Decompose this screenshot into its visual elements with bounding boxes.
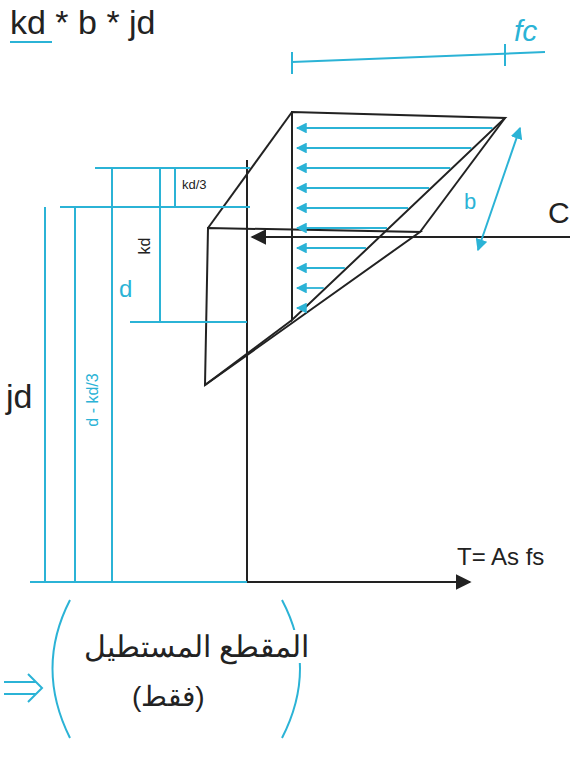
dimension-label: b <box>462 190 478 214</box>
stress-arrow <box>297 127 492 129</box>
dimension-tick <box>504 44 506 66</box>
stress-arrow <box>297 247 366 249</box>
stress-arrows <box>297 128 492 308</box>
stress-arrow <box>297 267 345 269</box>
front-triangle <box>205 228 420 385</box>
dimension-label: d <box>117 276 134 302</box>
implies-arrow <box>4 674 42 702</box>
dimension-line <box>44 207 46 582</box>
bracket <box>4 600 300 738</box>
arabic-note: المقطع المستطيل <box>82 630 311 663</box>
compression-arrow <box>252 236 570 238</box>
stress-arrow <box>297 187 429 189</box>
stress-label: fc <box>512 14 539 47</box>
extension-line <box>30 581 247 583</box>
dimension-label: kd/3 <box>180 178 209 192</box>
dimension-line <box>174 168 176 207</box>
stress-arrow <box>297 167 450 169</box>
depth-dimensions <box>30 168 250 582</box>
left-bracket <box>53 600 71 738</box>
force-label: T= As fs <box>455 544 546 570</box>
stress-prism <box>205 112 505 385</box>
right-bracket <box>282 600 300 738</box>
tension-arrow <box>247 581 470 583</box>
stress-arrow <box>297 227 387 229</box>
force-label: C <box>546 196 572 229</box>
b-dimension <box>478 128 520 250</box>
stress-arrow <box>297 287 324 289</box>
dimension-label: jd <box>4 378 34 415</box>
extension-line <box>130 321 247 323</box>
stress-arrow <box>297 147 471 149</box>
dimension-line <box>478 128 520 250</box>
back-triangle <box>292 112 505 320</box>
dimension-tick <box>291 52 293 74</box>
prism-edge <box>208 112 292 228</box>
dimension-line <box>292 52 545 62</box>
dimension-line <box>111 168 113 582</box>
dimension-label: kd <box>136 236 154 257</box>
stress-arrow <box>297 207 408 209</box>
section-line <box>246 160 248 582</box>
stress-arrow <box>297 307 303 309</box>
extension-line <box>95 167 250 169</box>
fc-dimension <box>292 44 545 74</box>
arabic-note: (فقط) <box>130 682 207 713</box>
dimension-line <box>74 207 76 582</box>
prism-edge <box>420 118 505 232</box>
top-formula: kd * b * jd <box>8 4 158 41</box>
dimension-label: d - kd/3 <box>84 371 102 428</box>
dimension-line <box>159 168 161 322</box>
extension-line <box>60 206 250 208</box>
prism-edge <box>205 320 292 385</box>
